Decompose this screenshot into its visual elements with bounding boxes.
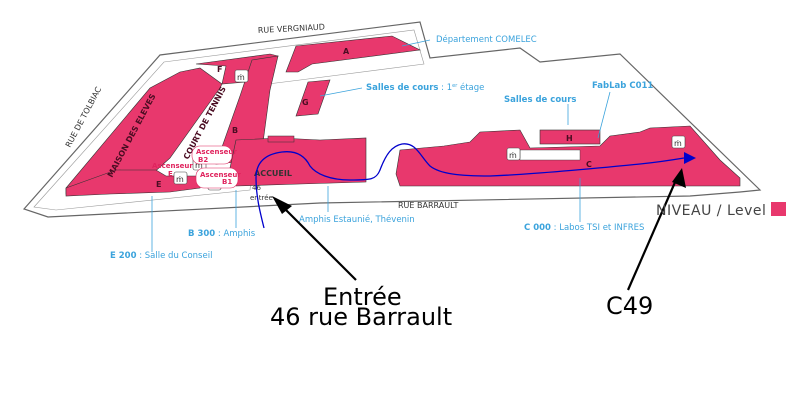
annotation-c000-rest: : Labos TSI et INFRES bbox=[551, 223, 644, 233]
street-tolbiac: RUE DE TOLBIAC bbox=[64, 85, 104, 149]
label-entrance-word: entrée bbox=[250, 194, 273, 202]
legend-swatch bbox=[771, 202, 786, 216]
legend-label: NIVEAU / Level bbox=[656, 203, 766, 219]
elevator-e-code: E bbox=[168, 170, 173, 178]
elevator-b1-word: Ascenseur bbox=[200, 171, 241, 179]
entrance-arrow bbox=[272, 196, 357, 281]
svg-text:ṁ: ṁ bbox=[176, 175, 184, 184]
svg-text:ṁ: ṁ bbox=[195, 161, 203, 170]
label-b: B bbox=[232, 126, 238, 135]
c49-arrow bbox=[626, 168, 686, 291]
annotation-e200: E 200 : Salle du Conseil bbox=[110, 251, 212, 261]
restroom-icon: ṁ bbox=[671, 135, 686, 149]
annotation-salles-g-sup: er bbox=[452, 83, 458, 89]
elevator-b1-bubble bbox=[195, 167, 239, 189]
street-vergniaud: RUE VERGNIAUD bbox=[258, 22, 326, 35]
annotation-b300: B 300 : Amphis bbox=[188, 229, 256, 239]
annotation-fablab: FabLab C011 bbox=[592, 81, 653, 91]
building-a bbox=[285, 35, 422, 73]
annotation-salles-g-bold: Salles de cours bbox=[366, 83, 438, 93]
route-arrowhead bbox=[684, 152, 696, 164]
annotation-amphis: Amphis Estaunié, Thévenin bbox=[299, 214, 415, 225]
annotation-comelec: Département COMELEC bbox=[436, 34, 537, 45]
elevator-b2-code: B2 bbox=[198, 156, 208, 164]
svg-text:ṁ: ṁ bbox=[237, 73, 245, 82]
label-h: H bbox=[566, 134, 573, 143]
label-accueil: ACCUEIL bbox=[254, 169, 292, 178]
annotation-b300-bold: B 300 bbox=[188, 229, 215, 239]
building-g bbox=[295, 79, 331, 117]
svg-text:ṁ: ṁ bbox=[674, 139, 682, 148]
elevator-b2-bubble bbox=[191, 145, 233, 165]
annotation-leaders bbox=[151, 39, 611, 252]
restroom-icon: ṁ bbox=[506, 147, 521, 161]
annotation-salles-g: Salles de cours : 1er étage bbox=[366, 82, 484, 93]
svg-text:ṁ: ṁ bbox=[509, 151, 517, 160]
annotation-salles-g-end: étage bbox=[457, 82, 484, 93]
callout-entree-line2: 46 rue Barrault bbox=[270, 303, 452, 331]
annotation-e200-rest: : Salle du Conseil bbox=[137, 251, 213, 261]
callout-c49: C49 bbox=[606, 292, 653, 320]
annotation-b300-rest: : Amphis bbox=[215, 229, 256, 239]
label-e: E bbox=[156, 180, 161, 189]
building-h bbox=[539, 129, 601, 145]
accueil-tab bbox=[267, 135, 295, 143]
label-c: C bbox=[586, 160, 592, 169]
label-g: G bbox=[302, 98, 309, 107]
restroom-icon: ṁ bbox=[173, 171, 188, 185]
callout-entree-line1: Entrée bbox=[323, 283, 402, 311]
annotation-e200-bold: E 200 bbox=[110, 251, 137, 261]
courtyard-c bbox=[519, 149, 581, 161]
restroom-icon: ṁ bbox=[234, 69, 249, 83]
label-a: A bbox=[343, 47, 350, 56]
route-path bbox=[255, 143, 685, 229]
site-outline-inner bbox=[33, 29, 425, 211]
label-f: F bbox=[217, 65, 222, 74]
annotation-c000: C 000 : Labos TSI et INFRES bbox=[524, 223, 644, 233]
elevator-b1-code: B1 bbox=[222, 178, 232, 186]
street-barrault: RUE BARRAULT bbox=[398, 201, 458, 210]
elevator-b2-word: Ascenseur bbox=[196, 148, 237, 156]
elevator-e-word: Ascenseur bbox=[152, 162, 193, 170]
annotation-c000-bold: C 000 bbox=[524, 223, 551, 233]
annotation-salles-g-rest: : 1 bbox=[438, 83, 452, 93]
site-outline bbox=[22, 21, 762, 218]
building-accueil bbox=[229, 137, 367, 187]
annotation-salles-h: Salles de cours bbox=[504, 95, 576, 105]
